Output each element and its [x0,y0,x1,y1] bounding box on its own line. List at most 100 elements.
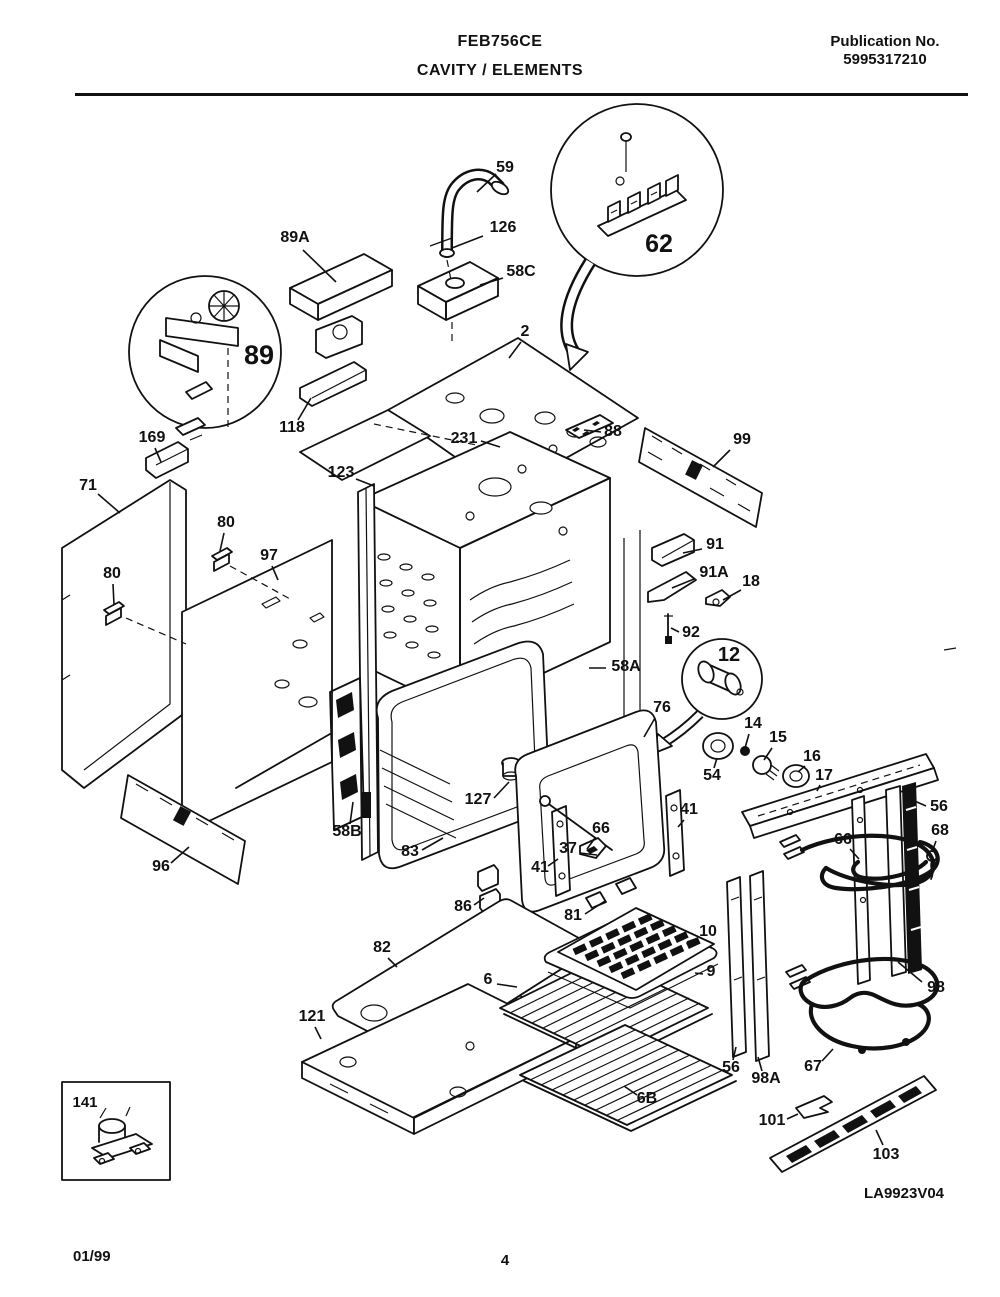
leader-line-231 [480,440,501,448]
part-callout-56: 56 [930,798,948,815]
part-callout-97: 97 [260,547,278,564]
leader-line-98 [897,961,923,983]
section-title: CAVITY / ELEMENTS [416,62,584,79]
leader-line-54 [713,757,718,769]
publication-label: Publication No. [830,33,940,50]
leader-line-98A [757,1056,763,1072]
part-callout-66: 66 [834,831,852,848]
part-callout-88: 88 [604,423,622,440]
inset-circle-12 [681,638,763,720]
part-cavity-box-art [359,431,611,713]
leader-line-103 [875,1129,884,1146]
leader-line-82 [387,957,398,968]
header-rule [75,93,968,96]
inset-box-141 [61,1081,171,1181]
part-bracket-118-art [299,315,367,407]
leader-line-92 [670,627,680,633]
part-callout-68: 68 [931,822,949,839]
leader-line-2 [508,341,522,359]
leader-line-83 [421,837,444,851]
part-insulation-58b-art [329,677,365,831]
part-upper-right-shield-art [638,427,763,528]
leader-line-14 [744,733,750,749]
part-callout-141: 141 [72,1094,97,1111]
part-rack-support-left-art [726,870,770,1062]
inset-circle-89 [128,275,282,441]
part-callout-54: 54 [703,767,721,784]
leader-line-80 [112,583,115,606]
part-callout-89: 89 [244,340,274,370]
leader-line-101 [786,1113,799,1120]
part-callout-80: 80 [217,514,235,531]
part-top-rail-art [741,753,939,839]
part-callout-126: 126 [490,219,517,236]
part-vent-tube-59-art [429,168,510,281]
part-callout-169: 169 [139,429,166,446]
part-callout-15: 15 [769,729,787,746]
leader-line-58B [349,801,354,825]
leader-line-97 [271,565,279,581]
leader-line-80 [219,532,225,552]
part-broiler-insert-art [557,907,715,991]
part-callout-10: 10 [699,923,717,940]
part-callout-6: 6 [484,971,493,988]
part-callout-101: 101 [759,1112,786,1129]
part-callout-86: 86 [454,898,472,915]
leader-line-58C [479,277,504,286]
leader-line-9 [694,972,704,975]
leader-line-66 [586,837,596,850]
part-callout-16: 16 [803,748,821,765]
diagram-code: LA9923V04 [864,1185,945,1202]
footer-date: 01/99 [73,1248,111,1265]
leader-line-76 [643,717,656,738]
part-callout-58B: 58B [332,823,361,840]
inset-circle-62 [550,103,724,277]
leader-line-91 [682,548,703,554]
part-rack-6b-art [519,1024,737,1132]
model-number: FEB756CE [457,33,543,50]
part-clip-80-art [103,547,293,645]
part-side-trim-art [357,483,379,861]
part-callout-123: 123 [328,464,355,481]
leader-line-71 [97,493,121,514]
part-callout-231: 231 [451,430,478,447]
part-left-panel-art [61,479,187,789]
part-callout-127: 127 [465,791,492,808]
leader-line-118 [297,397,312,421]
leader-line-56 [909,798,927,807]
part-callout-56: 56 [722,1059,740,1076]
leader-line-15 [763,747,773,761]
part-callout-58A: 58A [611,658,641,675]
leader-line-89A [302,249,337,283]
leader-line-16 [797,765,806,773]
leader-line-17 [816,784,821,792]
part-callout-71: 71 [79,477,97,494]
leader-line-56 [732,1046,737,1061]
part-callout-98A: 98A [751,1070,781,1087]
part-callout-12: 12 [718,644,740,666]
leader-line-41 [547,858,559,867]
part-callout-82: 82 [373,939,391,956]
leader-line-91A [671,578,695,589]
part-callout-37: 37 [559,840,577,857]
part-callout-76: 76 [653,699,671,716]
part-callout-2: 2 [521,323,530,340]
leader-line-6 [496,983,518,988]
part-callout-59: 59 [496,159,514,176]
arrow-62-to-panel [560,258,596,371]
leader-line-68 [931,840,937,853]
leader-line-123 [355,478,375,487]
part-callout-41: 41 [531,859,549,876]
part-callout-80: 80 [103,565,121,582]
part-callout-89A: 89A [280,229,310,246]
part-bake-element-art [785,956,940,1054]
part-lower-left-shield-art [120,733,331,885]
footer-page-number: 4 [500,1252,510,1269]
part-insulation-58c-art [417,261,499,344]
part-callout-58C: 58C [506,263,536,280]
part-callout-67: 67 [804,1058,822,1075]
leader-line-126 [451,235,484,249]
part-rear-panel-art [181,539,333,835]
